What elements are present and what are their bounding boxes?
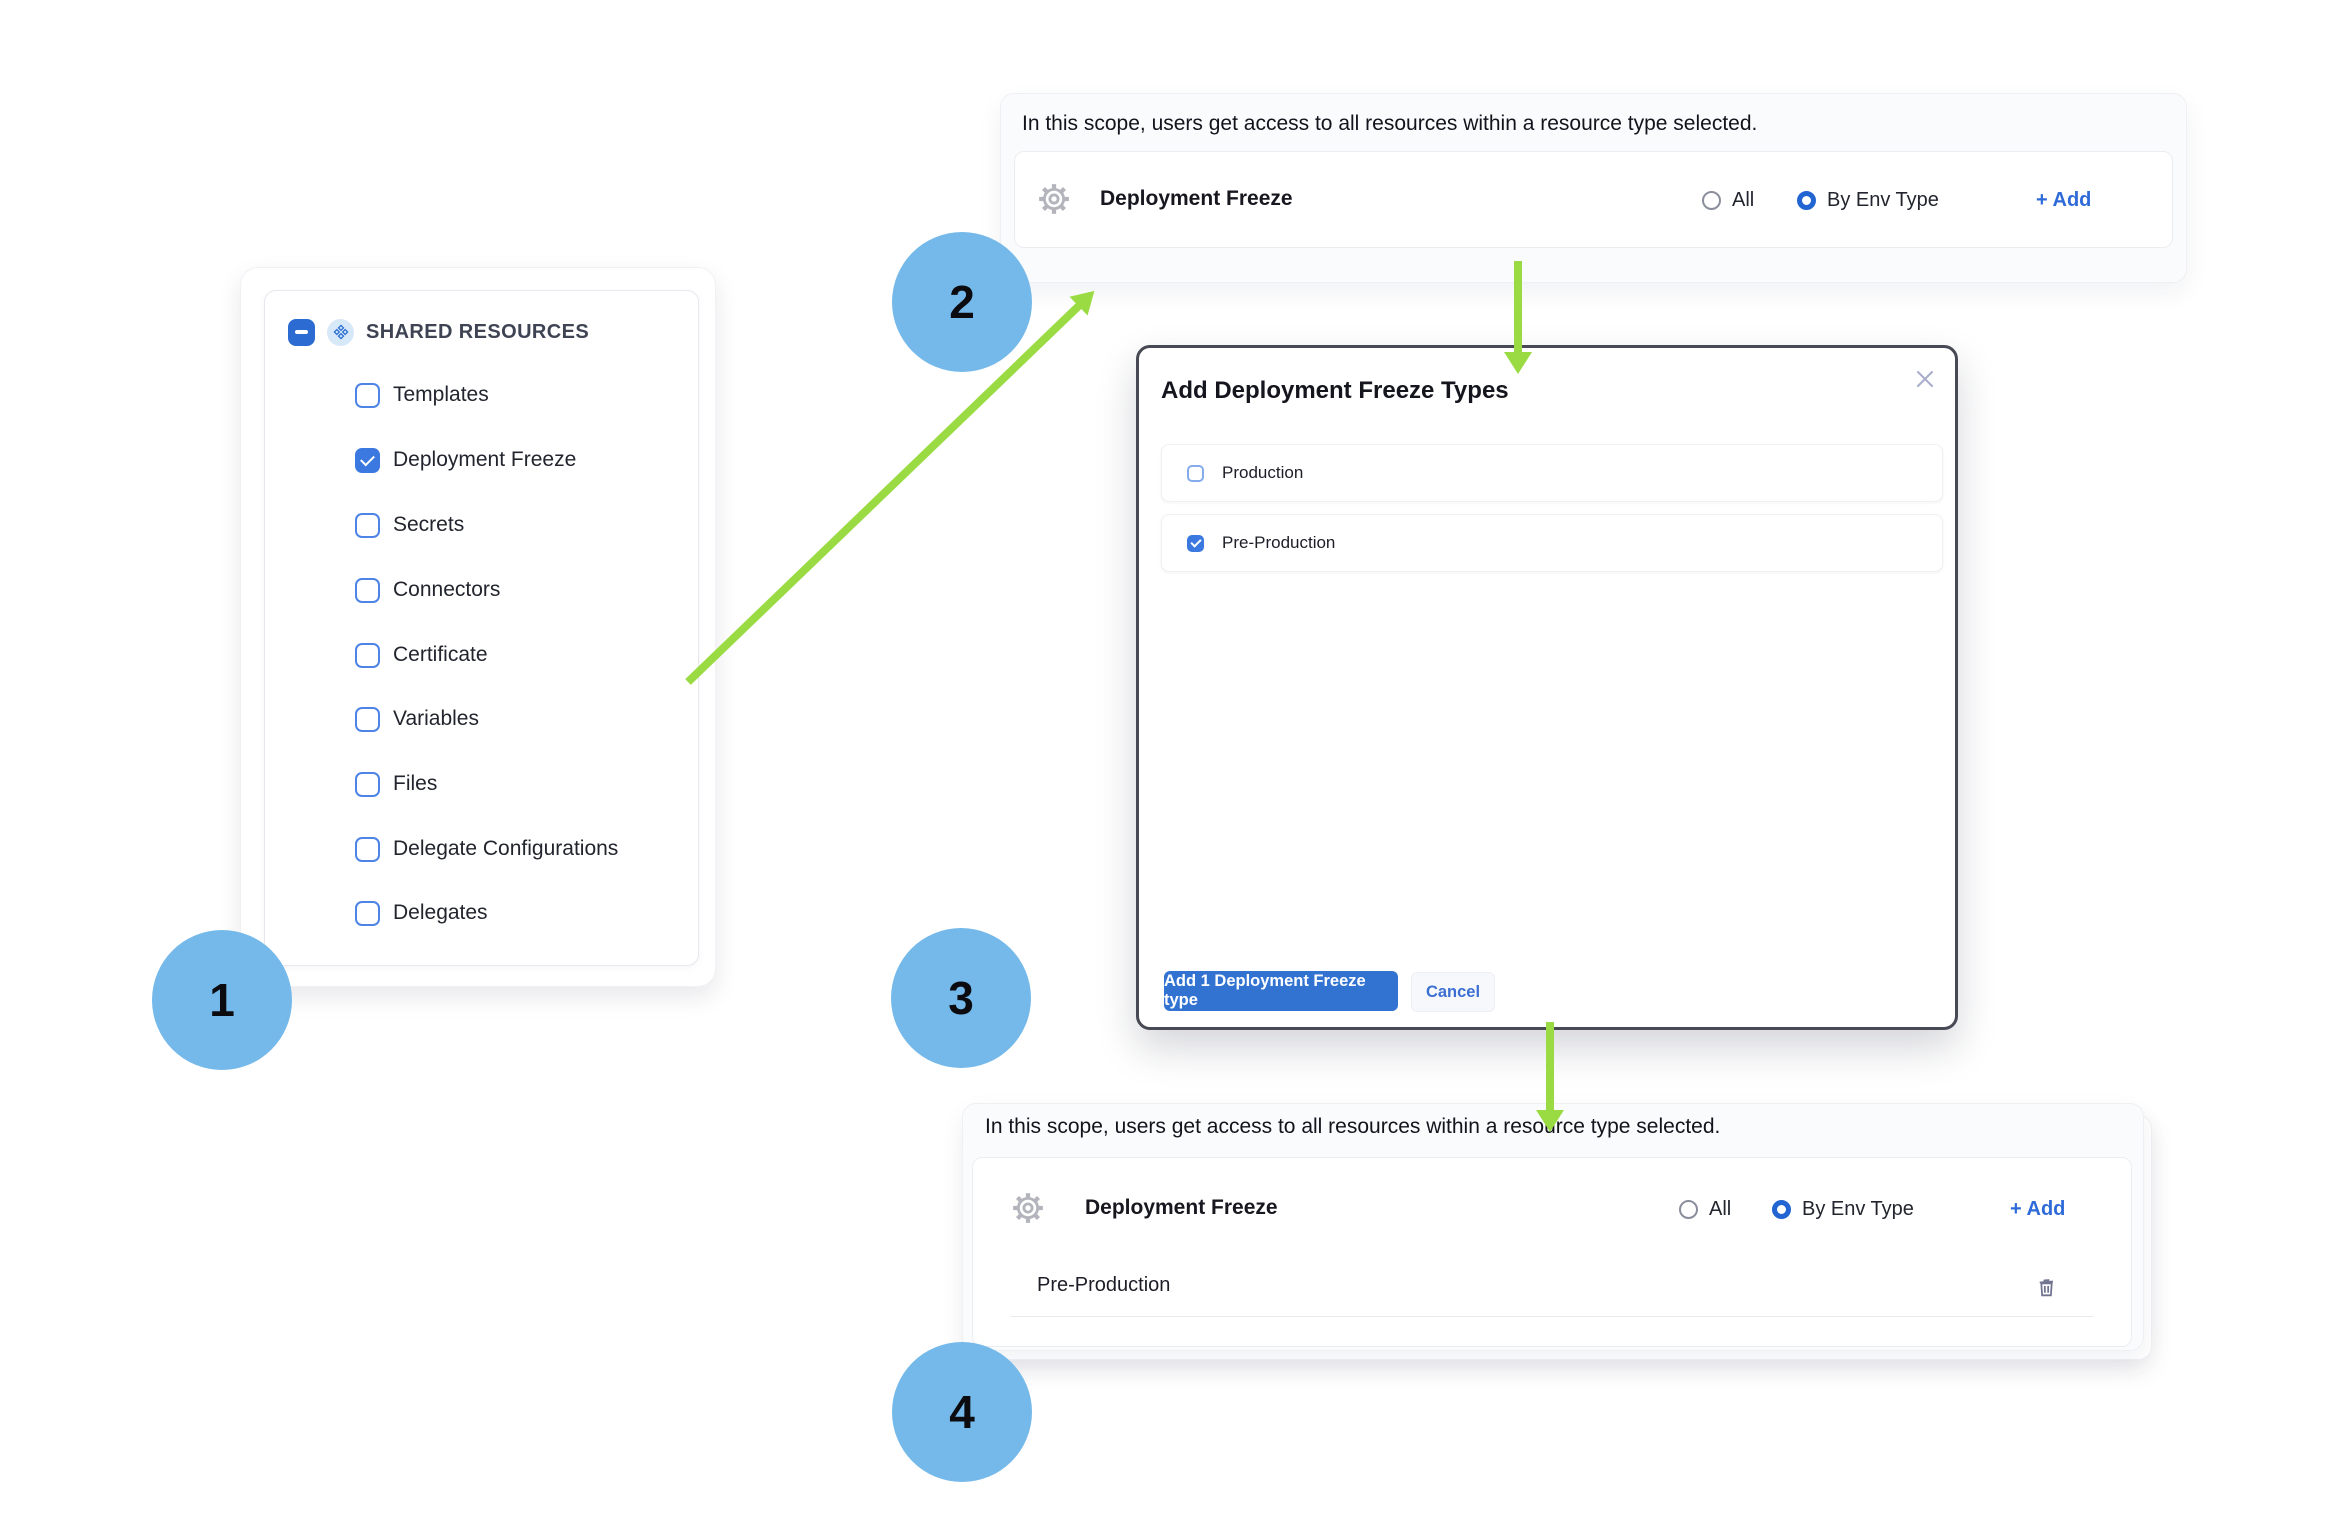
production-checkbox[interactable] [1187, 464, 1204, 482]
arrow-head-icon [1536, 1110, 1564, 1132]
flow-arrow-top-panel-to-modal [1514, 261, 1522, 354]
scope-description-bottom: In this scope, users get access to all r… [985, 1115, 1721, 1138]
secrets-checkbox[interactable] [355, 512, 380, 538]
shared-resources-label: SHARED RESOURCES [366, 320, 590, 343]
tree-item-label: Files [393, 772, 438, 795]
shared-resources-indeterminate-checkbox[interactable] [288, 318, 315, 346]
gear-icon [1013, 1193, 1043, 1223]
delegates-checkbox[interactable] [355, 900, 380, 926]
radio-by-env-control[interactable] [1797, 191, 1816, 210]
files-checkbox[interactable] [355, 771, 380, 797]
arrow-shaft [685, 300, 1085, 685]
cancel-button[interactable]: Cancel [1411, 972, 1495, 1012]
tree-item-label: Certificate [393, 643, 488, 666]
check-icon [360, 451, 375, 466]
arrow-head-icon [1504, 352, 1532, 374]
trash-icon[interactable] [2034, 1275, 2059, 1300]
resource-type-label-bottom: Deployment Freeze [1085, 1196, 1278, 1219]
tree-item-templates[interactable]: Templates [355, 377, 489, 413]
pre-production-checkbox[interactable] [1187, 534, 1204, 552]
close-icon[interactable] [1914, 368, 1936, 390]
selected-env-type: Pre-Production [1037, 1274, 1171, 1296]
step-badge-1: 1 [152, 930, 292, 1070]
connectors-checkbox[interactable] [355, 577, 380, 603]
step-badge-3: 3 [891, 928, 1031, 1068]
radio-all-control[interactable] [1702, 191, 1721, 210]
row-divider [1010, 1316, 2094, 1317]
gear-icon [1039, 184, 1069, 214]
variables-checkbox[interactable] [355, 706, 380, 732]
tree-item-secrets[interactable]: Secrets [355, 507, 464, 543]
check-icon [1189, 536, 1202, 548]
add-deployment-freeze-type-button[interactable]: Add 1 Deployment Freeze type [1164, 971, 1398, 1011]
shared-resources-icon [327, 318, 354, 346]
radio-all-label: All [1732, 189, 1755, 211]
tree-item-deployment-freeze[interactable]: Deployment Freeze [355, 442, 576, 478]
delegate-configurations-checkbox[interactable] [355, 836, 380, 862]
tree-item-label: Variables [393, 707, 479, 730]
tree-item-certificate[interactable]: Certificate [355, 637, 488, 673]
resource-type-card-top [1014, 151, 2173, 248]
radio-by-env-type-top[interactable]: By Env Type [1797, 189, 1939, 212]
templates-checkbox[interactable] [355, 382, 380, 408]
tree-item-delegates[interactable]: Delegates [355, 895, 488, 931]
scope-description-top: In this scope, users get access to all r… [1022, 112, 1758, 135]
radio-all-control[interactable] [1679, 1200, 1698, 1219]
tree-item-variables[interactable]: Variables [355, 701, 479, 737]
tree-item-label: Templates [393, 383, 489, 406]
tree-item-label: Connectors [393, 578, 501, 601]
tree-item-delegate-configurations[interactable]: Delegate Configurations [355, 831, 618, 867]
tree-item-label: Secrets [393, 513, 465, 536]
radio-by-env-type-bottom[interactable]: By Env Type [1772, 1198, 1914, 1221]
modal-option-production[interactable]: Production [1161, 444, 1943, 502]
tree-item-label: Delegate Configurations [393, 837, 619, 860]
flow-arrow-tree-to-top-panel [685, 281, 1104, 685]
radio-by-env-label: By Env Type [1802, 1198, 1914, 1220]
modal-title: Add Deployment Freeze Types [1161, 377, 1509, 404]
modal-option-label: Pre-Production [1222, 533, 1336, 552]
shared-resources-header: SHARED RESOURCES [288, 318, 589, 346]
minus-icon [295, 330, 308, 334]
tree-item-files[interactable]: Files [355, 766, 437, 802]
resource-type-label-top: Deployment Freeze [1100, 187, 1293, 210]
deployment-freeze-checkbox[interactable] [355, 447, 380, 473]
tree-item-connectors[interactable]: Connectors [355, 572, 500, 608]
radio-by-env-control[interactable] [1772, 1200, 1791, 1219]
modal-option-pre-production[interactable]: Pre-Production [1161, 514, 1943, 572]
tree-item-label: Deployment Freeze [393, 448, 577, 471]
tree-item-label: Delegates [393, 901, 488, 924]
add-link-bottom[interactable]: + Add [2010, 1198, 2066, 1220]
step-badge-4: 4 [892, 1342, 1032, 1482]
resource-tree-panel [264, 290, 699, 966]
radio-all-bottom[interactable]: All [1679, 1198, 1731, 1221]
radio-all-label: All [1709, 1198, 1732, 1220]
step-badge-2: 2 [892, 232, 1032, 372]
radio-all-top[interactable]: All [1702, 189, 1754, 212]
certificate-checkbox[interactable] [355, 642, 380, 668]
resource-type-card-bottom [972, 1157, 2132, 1347]
modal-option-label: Production [1222, 463, 1304, 482]
radio-by-env-label: By Env Type [1827, 189, 1939, 211]
add-link-top[interactable]: + Add [2036, 189, 2092, 211]
flow-arrow-modal-to-bottom-panel [1546, 1022, 1554, 1112]
